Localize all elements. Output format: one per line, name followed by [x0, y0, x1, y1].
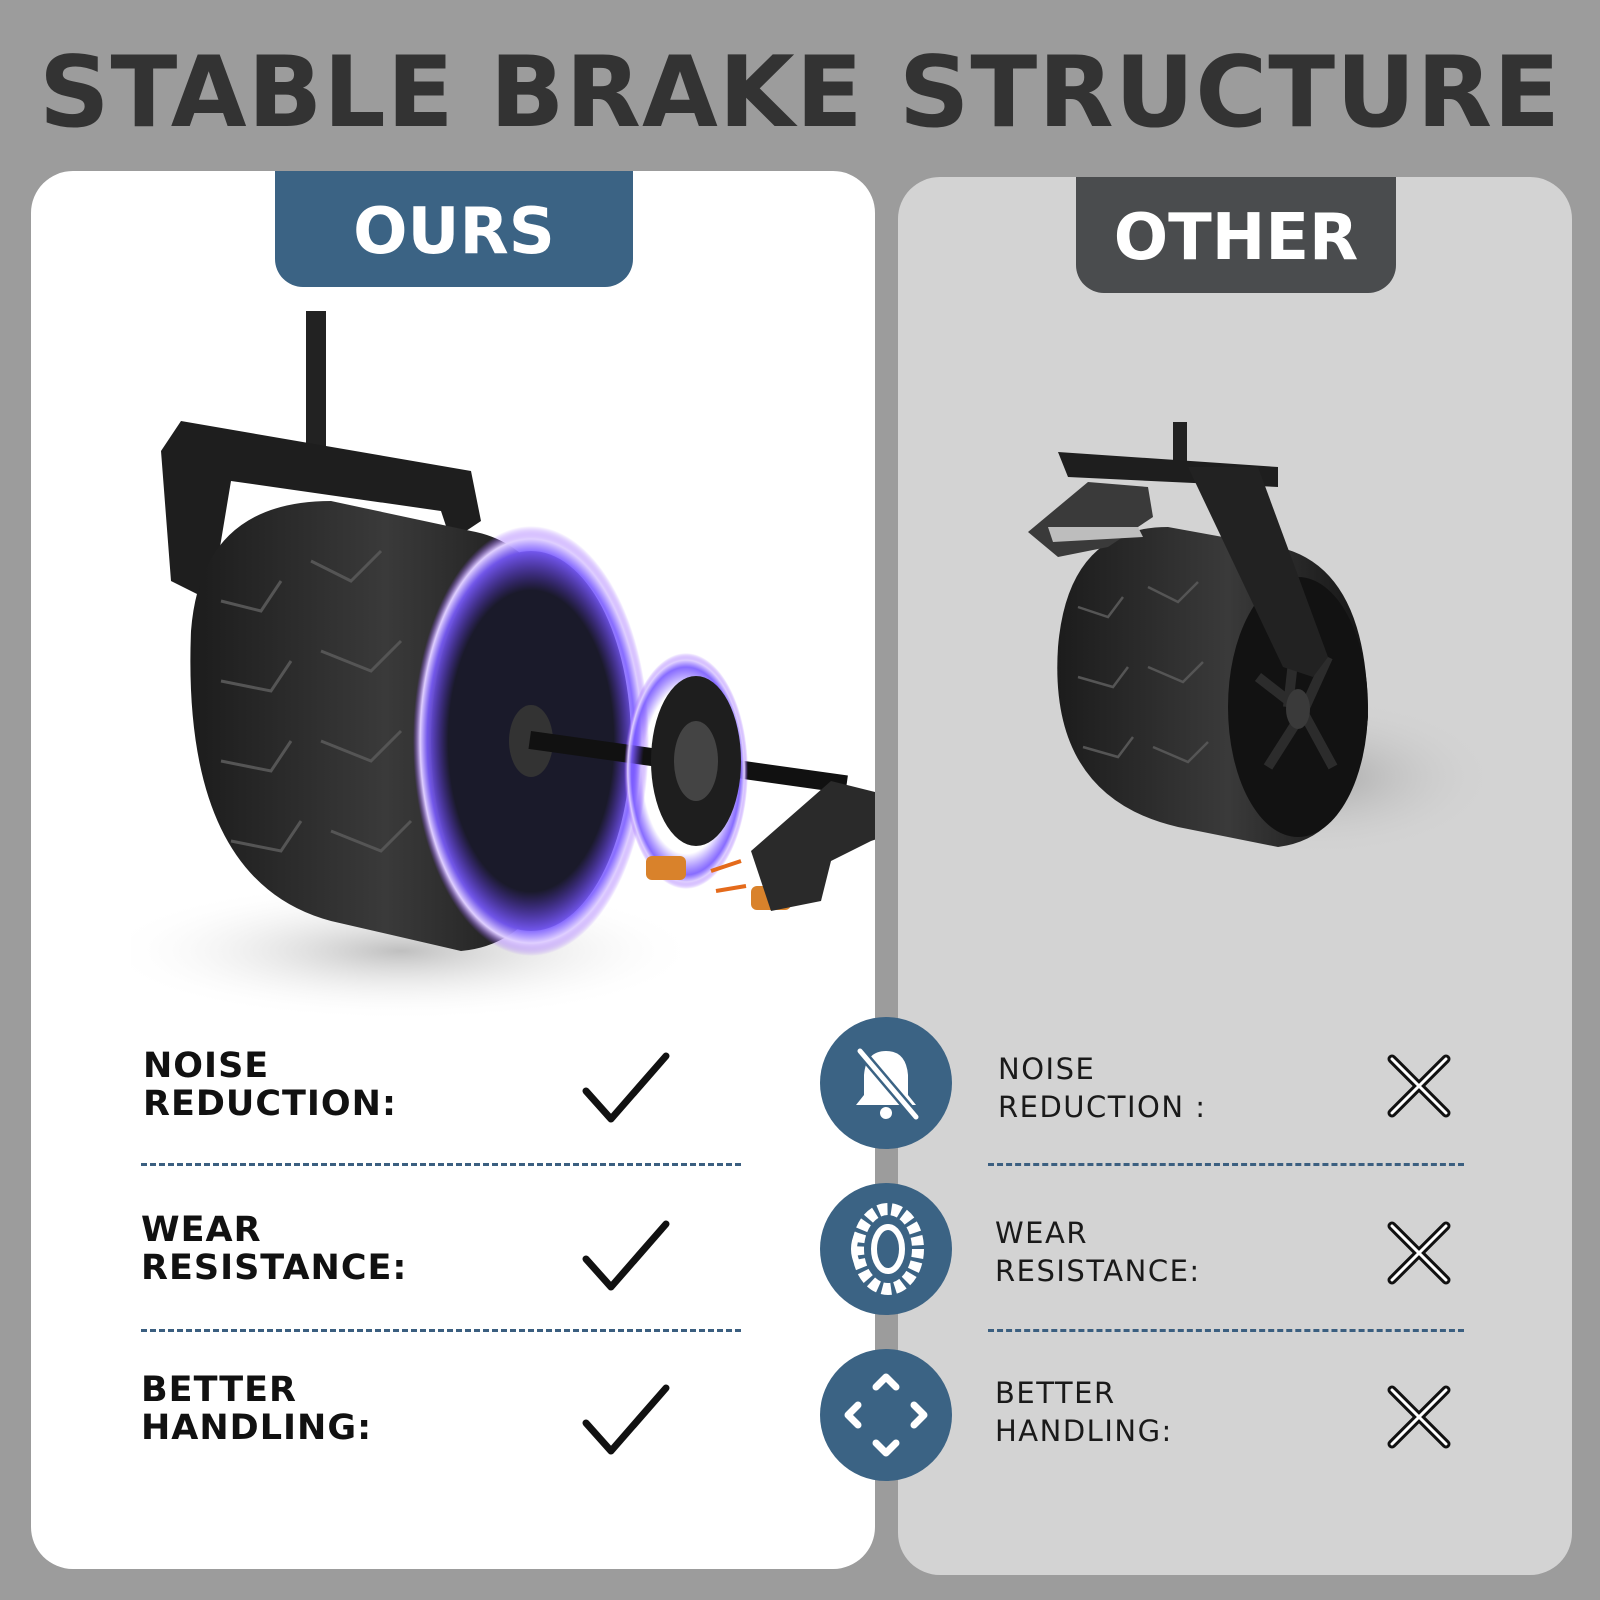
- cross-icon: [1387, 1054, 1451, 1118]
- tire-icon: [851, 1203, 924, 1295]
- other-tab: OTHER: [1076, 177, 1396, 293]
- bell-off-badge: [820, 1017, 952, 1149]
- other-row-wear-label: WEAR RESISTANCE:: [995, 1216, 1201, 1288]
- ours-row-noise-label: NOISE REDUCTION:: [143, 1046, 397, 1124]
- other-row-noise-label: NOISE REDUCTION :: [998, 1052, 1207, 1124]
- ours-divider: [141, 1329, 741, 1332]
- ours-divider: [141, 1163, 741, 1166]
- move-arrows-badge: [820, 1349, 952, 1481]
- page-title: STABLE BRAKE STRUCTURE: [38, 36, 1562, 150]
- ours-row-wear-label: WEAR RESISTANCE:: [141, 1210, 408, 1288]
- other-panel: OTHER: [898, 177, 1572, 1575]
- move-arrows-icon: [844, 1373, 928, 1457]
- ours-panel: OURS: [31, 171, 875, 1569]
- ours-row-handling-label: BETTER HANDLING:: [141, 1370, 373, 1448]
- ours-tab: OURS: [275, 171, 633, 287]
- cross-icon: [1387, 1385, 1451, 1449]
- ours-wheel-illustration: [131, 311, 875, 1021]
- cross-icon: [1387, 1221, 1451, 1285]
- other-divider: [988, 1163, 1464, 1166]
- tire-badge: [820, 1183, 952, 1315]
- bell-off-icon: [856, 1047, 920, 1121]
- check-icon: [582, 1220, 670, 1291]
- other-row-handling-label: BETTER HANDLING:: [995, 1376, 1173, 1448]
- other-divider: [988, 1329, 1464, 1332]
- other-wheel-illustration: [1028, 422, 1488, 857]
- check-icon: [582, 1052, 670, 1123]
- check-icon: [582, 1384, 670, 1455]
